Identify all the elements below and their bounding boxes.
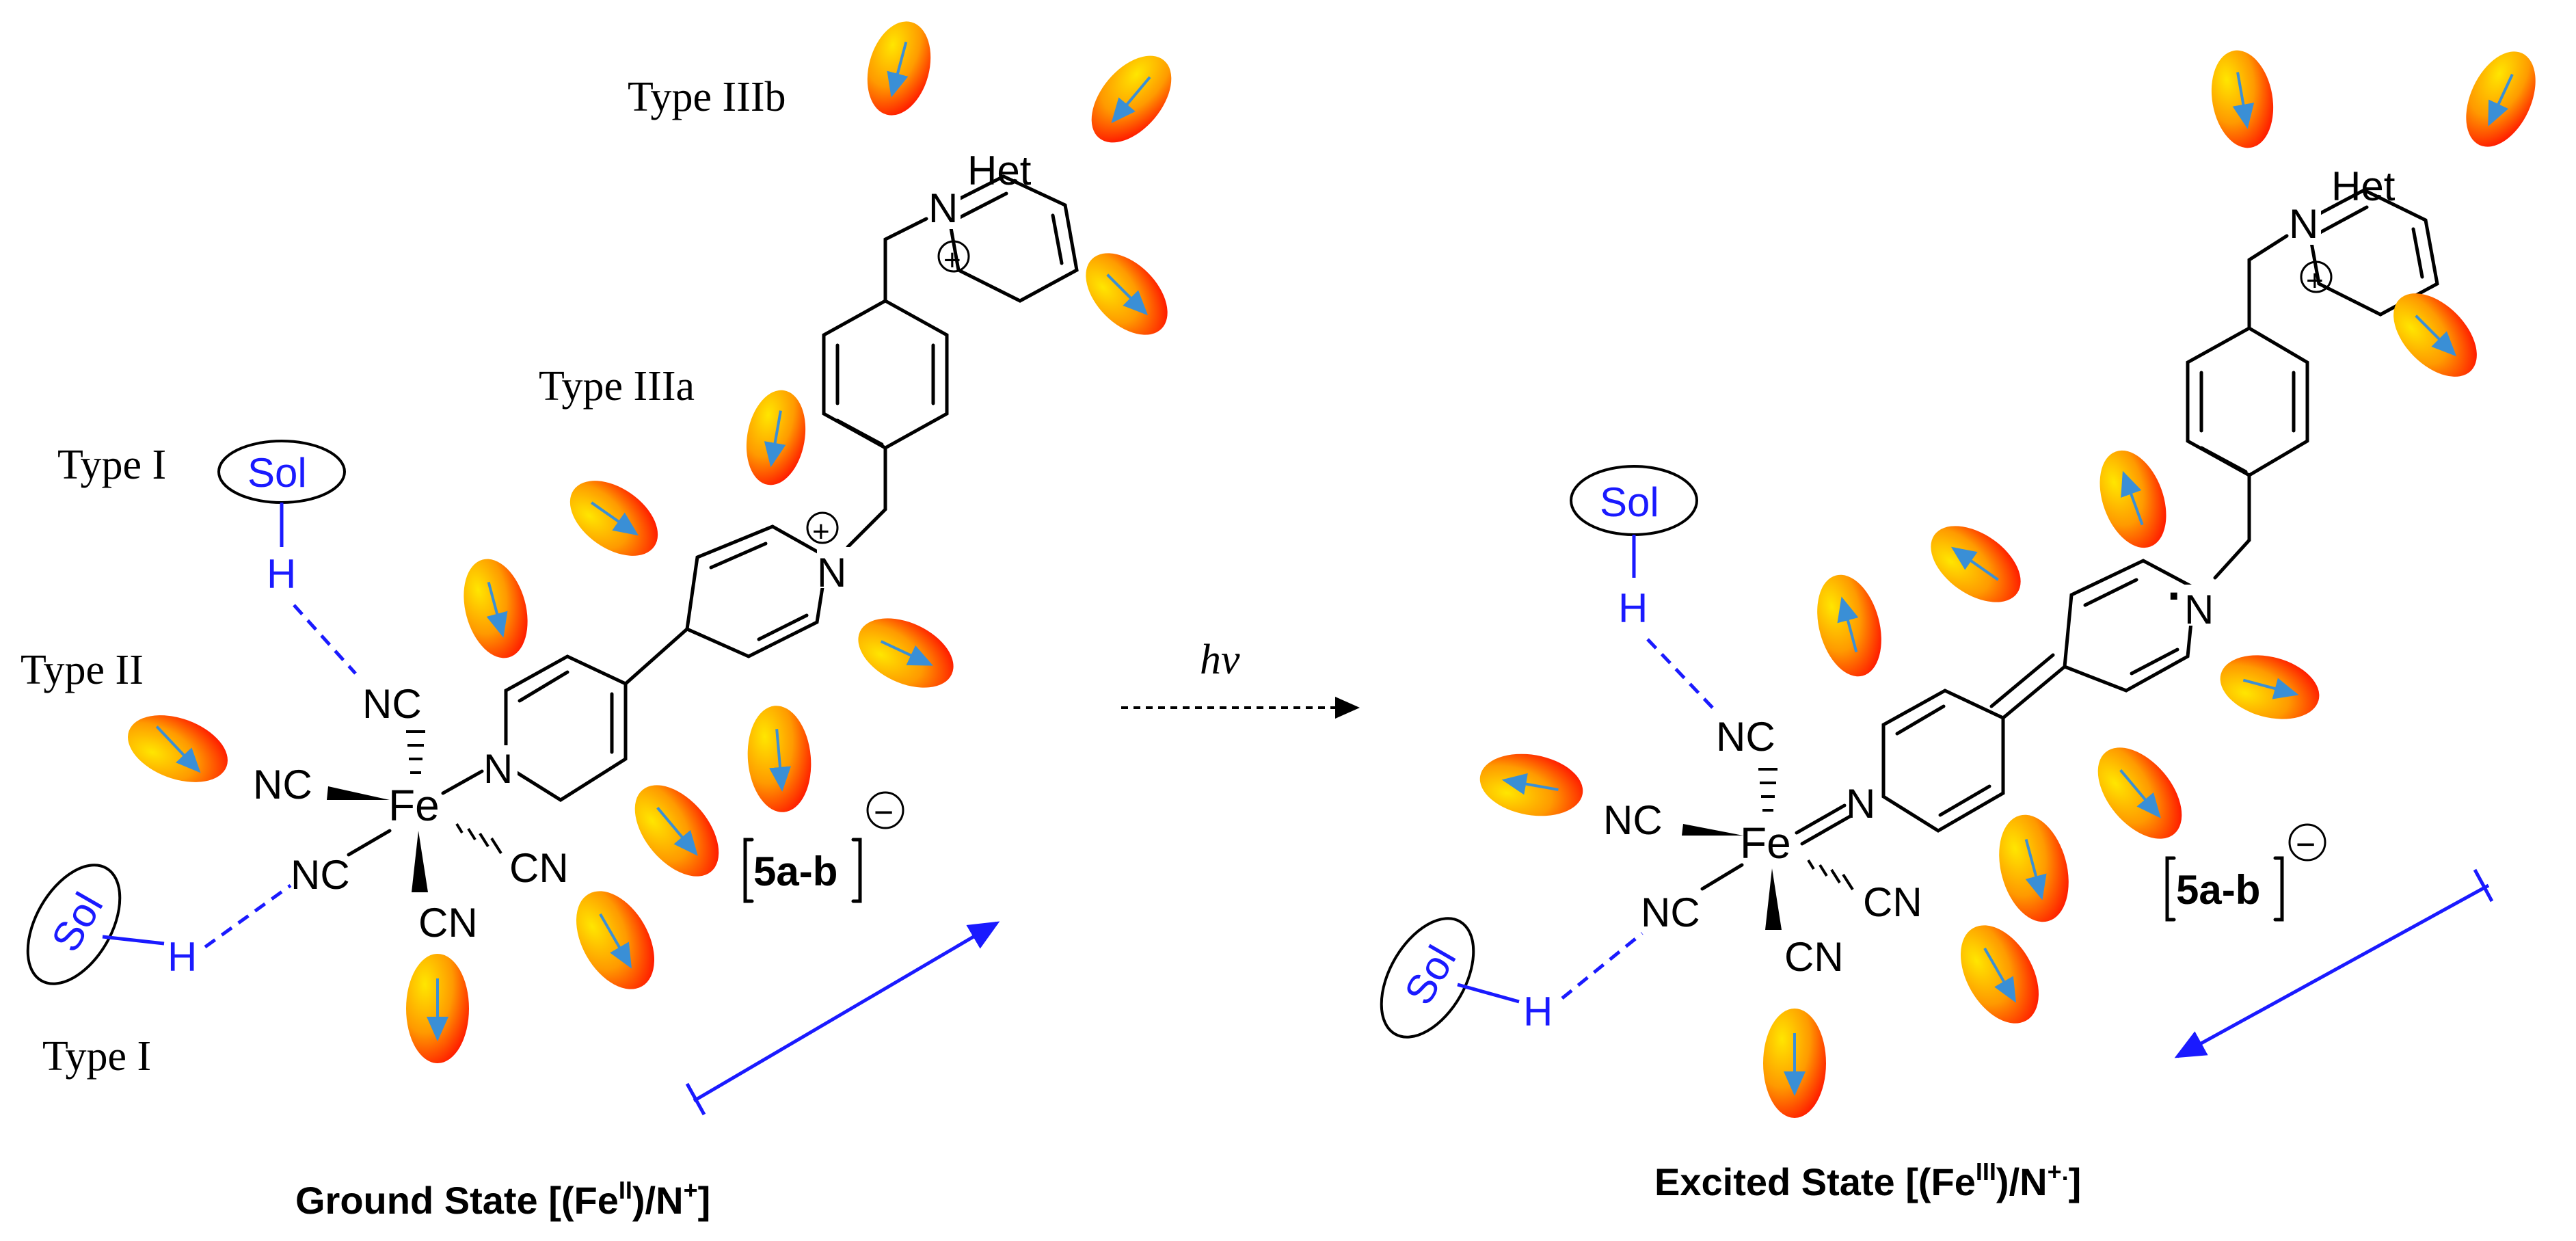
complex-label-ground: 5a-b − (743, 791, 904, 903)
het-label: Het (967, 148, 1032, 194)
cyanide-ligand-top: NC (1716, 714, 1775, 760)
solvent-dipole (634, 785, 719, 877)
svg-text:−: − (874, 793, 894, 831)
ground-state-panel: Type IIIb Type IIIa Type I Type II Type … (21, 74, 1079, 1116)
cyanide-ligand-bottom: CN (1784, 934, 1844, 980)
cyanide-ligand-bottom: CN (418, 900, 478, 946)
caption-ground-state: Ground State [(FeII)/N+] (295, 1176, 710, 1222)
solvent-dipole (1086, 253, 1168, 335)
fe-complex-ground: Fe NC NC NC CN (253, 681, 569, 946)
label-type-iiia: Type IIIa (539, 363, 695, 410)
solvent-dipole (2099, 450, 2166, 548)
svg-text:+: + (812, 515, 830, 548)
viologen-nitrogen: N (817, 550, 846, 596)
svg-text:5a-b: 5a-b (2176, 867, 2260, 913)
het-nitrogen: N (2289, 201, 2318, 247)
solvent-dipole (858, 618, 954, 688)
photoexcitation-arrow: hv (1121, 637, 1360, 719)
solvent-dipole (1817, 574, 1881, 677)
svg-text:Sol: Sol (247, 450, 307, 496)
cyanide-ligand-left: NC (1603, 797, 1663, 843)
solvent-dipole (1091, 55, 1172, 143)
solvent-hydrogen: H (267, 551, 296, 597)
benzene-ring-excited (2186, 326, 2309, 477)
dipole-arrow-excited (2174, 883, 2490, 1058)
minus-charge-icon (866, 791, 904, 829)
pyridine-nitrogen: N (1846, 781, 1875, 827)
solvent-dipole (1961, 925, 2039, 1024)
label-type-i-bottom: Type I (42, 1033, 151, 1080)
svg-text:Sol: Sol (1600, 479, 1659, 525)
plus-charge-icon (806, 511, 839, 544)
complex-label-excited: 5a-b − (2165, 823, 2326, 922)
solvent-dipole (2220, 655, 2320, 719)
caption-excited-state: Excited State [(FeIII)/N+.] (1654, 1158, 2081, 1203)
het-pyridinium-ring: Het N + (926, 148, 1079, 303)
minus-charge-icon (2288, 823, 2326, 862)
solvent-dipole (128, 715, 228, 782)
het-nitrogen: N (928, 185, 958, 231)
svg-text:−: − (2296, 825, 2316, 864)
solvent-dipole (1479, 753, 1583, 816)
cyanide-ligand-lower-left: NC (1641, 890, 1700, 935)
viologen-ring-right: N + (685, 511, 853, 658)
viologen-ring-right-excited: N · (2063, 559, 2220, 693)
excited-state-panel: Het N + N · (1380, 163, 2494, 1058)
iron-atom: Fe (1740, 818, 1791, 868)
solvent-top-excited: Sol H (1570, 465, 1714, 709)
fe-complex-excited: Fe NC NC NC CN CN (1603, 714, 1922, 980)
solvent-dipoles-ground (128, 21, 1172, 1063)
solvent-dipole (406, 954, 469, 1063)
solvent-bottom-excited: Sol H (1380, 917, 1643, 1039)
solvent-dipole (2393, 293, 2477, 377)
solvent-dipole (464, 559, 528, 658)
solvent-dipole (867, 21, 931, 116)
svg-text:Het: Het (2331, 163, 2396, 209)
solvent-dipole (747, 706, 811, 812)
solvent-dipole (1931, 526, 2021, 602)
iron-atom: Fe (388, 781, 440, 830)
dipole-arrow-ground (693, 921, 1000, 1103)
solvent-dipoles-excited (1479, 50, 2536, 1118)
label-type-ii: Type II (21, 647, 144, 693)
plus-charge-icon (2300, 261, 2333, 293)
hv-label: hv (1200, 637, 1240, 683)
cyanide-ligand-lower-left: NC (291, 852, 350, 898)
pyridine-ring-left: N (482, 654, 628, 802)
solvent-hydrogen: H (1523, 989, 1553, 1035)
solvent-dipole (569, 481, 658, 556)
cyanide-ligand-right: CN (1863, 879, 1922, 925)
solvent-hydrogen: H (1618, 585, 1648, 631)
svg-text:+: + (2306, 264, 2324, 297)
label-type-i-top: Type I (57, 442, 166, 488)
solvent-dipole (1763, 1009, 1826, 1118)
radical-dot: · (2167, 569, 2183, 622)
svg-text:5a-b: 5a-b (753, 849, 837, 894)
cyanide-ligand-top: NC (362, 681, 422, 727)
benzene-ring (822, 299, 949, 450)
pyridine-ring-left-excited: N (1846, 689, 2005, 833)
solvent-bottom: Sol H (26, 864, 292, 985)
solvent-dipole (576, 891, 654, 989)
solvent-dipole (2097, 747, 2182, 839)
plus-charge-icon (937, 240, 970, 273)
solvent-dipole (2466, 51, 2536, 147)
solvent-hydrogen: H (167, 934, 197, 980)
solvent-dipole (746, 390, 806, 485)
svg-text:+: + (943, 243, 961, 277)
pyridine-nitrogen: N (483, 746, 513, 792)
solvent-dipole (2211, 50, 2274, 148)
het-pyridinium-ring-excited: Het N + (2287, 163, 2439, 317)
radical-nitrogen: N (2184, 587, 2214, 632)
label-type-iiib: Type IIIb (628, 74, 786, 120)
cyanide-ligand-left: NC (253, 762, 312, 808)
solvent-dipole (1999, 814, 2069, 922)
cyanide-ligand-right: CN (509, 845, 569, 891)
solvent-top: Sol H (217, 440, 357, 675)
